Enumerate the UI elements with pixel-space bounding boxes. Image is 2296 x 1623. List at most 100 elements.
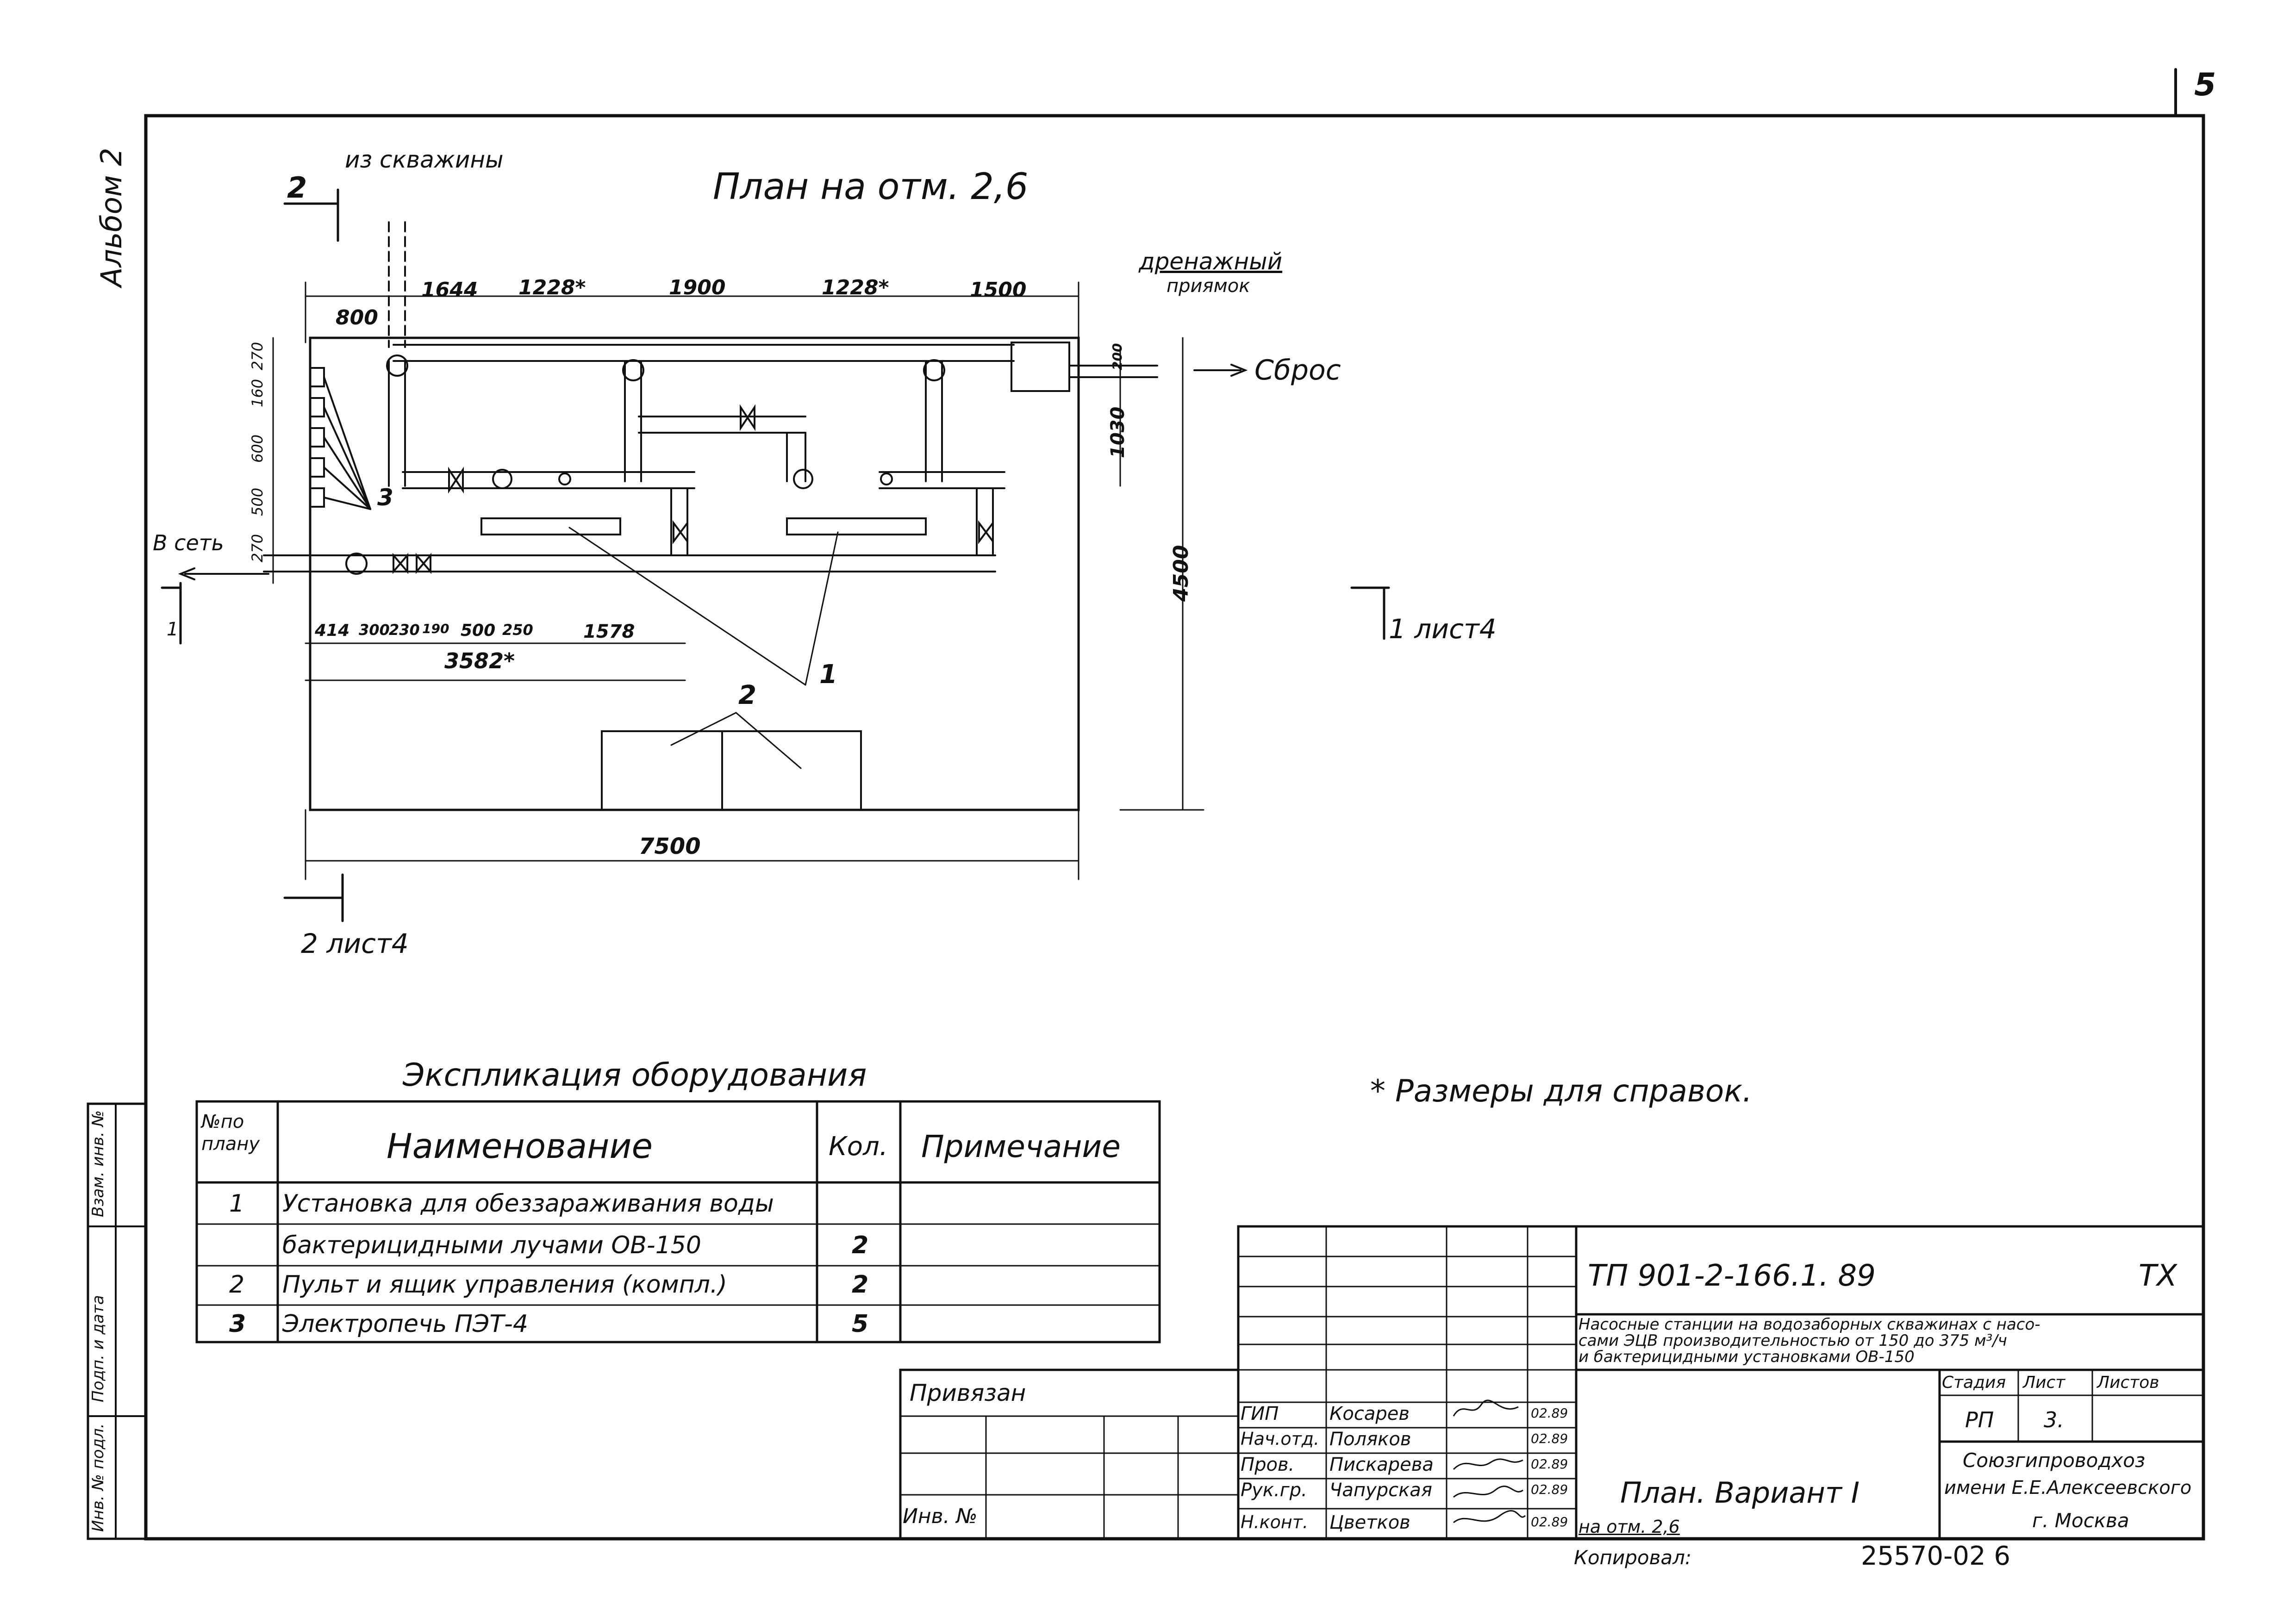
- to-network-label: В сеть: [153, 530, 224, 555]
- staff-date-5: 02.89: [1531, 1514, 1568, 1530]
- dim-top-1: 800: [336, 306, 378, 330]
- dim-3582: 3582*: [444, 648, 515, 673]
- from-well-label: из скважины: [345, 146, 504, 173]
- row-3-num: 2: [229, 1271, 245, 1299]
- uv-unit-2: [786, 517, 927, 535]
- inv-label: Инв. №: [903, 1505, 978, 1528]
- dim-left-2: 160: [249, 379, 266, 407]
- doc-code: ТП 901-2-166.1. 89: [1588, 1259, 1876, 1293]
- org-line-1: Союзгипроводхоз: [1963, 1449, 2146, 1472]
- staff-role-3: Пров.: [1241, 1454, 1295, 1475]
- plan-title: План на отм. 2,6: [713, 166, 1029, 208]
- staff-date-4: 02.89: [1531, 1482, 1568, 1497]
- staff-date-2: 02.89: [1531, 1431, 1568, 1446]
- staff-date-1: 02.89: [1531, 1405, 1568, 1421]
- signature-marks: [1453, 1399, 1526, 1524]
- explication-table-lines: [195, 1100, 1161, 1343]
- dim-bottom-4: 190: [422, 621, 449, 636]
- staff-role-4: Рук.гр.: [1241, 1480, 1307, 1501]
- doc-desc-1: Насосные станции на водозаборных скважин…: [1578, 1315, 2040, 1334]
- staff-date-3: 02.89: [1531, 1456, 1568, 1472]
- dim-right-1030: 1030: [1107, 406, 1129, 458]
- strip-label-1: Взам. инв. №: [89, 1110, 107, 1217]
- dim-bottom-2: 300: [359, 621, 390, 639]
- row-4-name: Электропечь ПЭТ-4: [282, 1310, 528, 1338]
- binding-block-lines: [899, 1368, 1240, 1540]
- dim-right-4500: 4500: [1169, 545, 1193, 602]
- dim-top-2: 1644: [421, 278, 478, 302]
- staff-name-1: Косарев: [1329, 1403, 1410, 1424]
- staff-name-5: Цветков: [1329, 1512, 1410, 1533]
- section-marker-top: 2: [287, 171, 307, 205]
- dim-top-5: 1228*: [822, 276, 889, 299]
- uv-unit-1: [480, 517, 621, 535]
- drain-pit-box: [1011, 342, 1070, 392]
- row-3-name: Пульт и ящик управления (компл.): [282, 1271, 727, 1299]
- explication-title: Экспликация оборудования: [403, 1057, 867, 1094]
- dim-left-4: 500: [249, 487, 266, 516]
- section-marker-left: 1: [167, 619, 179, 640]
- dim-bottom-3: 230: [389, 621, 420, 639]
- copied-by-label: Копировал:: [1574, 1546, 1692, 1569]
- callout-2: 2: [738, 680, 756, 710]
- dim-left-1: 270: [249, 342, 266, 370]
- stage-header: Стадия: [1942, 1373, 2006, 1392]
- staff-name-4: Чапурская: [1329, 1480, 1432, 1501]
- row-1-num: 1: [229, 1190, 245, 1218]
- doc-desc-3: и бактерицидными установками ОВ-150: [1578, 1348, 1915, 1366]
- row-3-qty: 2: [852, 1271, 869, 1299]
- sheets-header: Листов: [2097, 1373, 2159, 1392]
- sheet-value: 3.: [2044, 1407, 2064, 1432]
- row-4-qty: 5: [852, 1310, 869, 1338]
- dim-left-3: 600: [249, 434, 266, 463]
- sheet-title: План. Вариант I: [1620, 1476, 1860, 1510]
- sheet-subtitle: на отм. 2,6: [1578, 1517, 1680, 1537]
- dim-7500: 7500: [639, 833, 701, 859]
- section-marker-bottom: 2 лист4: [301, 928, 409, 959]
- doc-code-suffix: ТХ: [2139, 1259, 2177, 1293]
- staff-name-2: Поляков: [1329, 1429, 1411, 1450]
- callout-3: 3: [377, 484, 393, 511]
- org-line-2: имени Е.Е.Алексеевского: [1944, 1477, 2192, 1499]
- building-outline: [309, 336, 1080, 811]
- dim-top-6: 1500: [970, 278, 1027, 302]
- staff-role-1: ГИП: [1241, 1403, 1279, 1424]
- explication-header-name: Наименование: [387, 1126, 653, 1166]
- org-line-3: г. Москва: [2032, 1509, 2129, 1532]
- row-2-qty: 2: [852, 1231, 869, 1259]
- page-number: 5: [2194, 67, 2216, 103]
- dim-bottom-6: 250: [502, 621, 533, 639]
- staff-role-2: Нач.отд.: [1241, 1429, 1320, 1449]
- reference-note: * Размеры для справок.: [1370, 1073, 1753, 1109]
- control-panel: [601, 730, 862, 811]
- copy-number: 25570-02 6: [1861, 1541, 2011, 1571]
- row-1-name: Установка для обеззараживания воды: [282, 1190, 774, 1218]
- row-4-num: 3: [229, 1310, 246, 1338]
- binding-label: Привязан: [910, 1380, 1026, 1406]
- discharge-label: Сброс: [1254, 354, 1341, 386]
- drain-pit-label-2: приямок: [1167, 275, 1250, 297]
- strip-label-3: Инв. № подл.: [89, 1423, 107, 1532]
- explication-header-num: №по плану: [201, 1111, 260, 1155]
- explication-header-note: Примечание: [921, 1129, 1121, 1164]
- dim-left-5: 270: [249, 534, 266, 562]
- drain-pit-label: дренажный: [1139, 248, 1283, 275]
- dim-bottom-1: 414: [315, 621, 350, 640]
- explication-header-qty: Кол.: [829, 1132, 888, 1162]
- dim-bottom-5: 500: [461, 621, 496, 640]
- title-block-lines: [1237, 1225, 2205, 1540]
- callout-1: 1: [819, 659, 837, 690]
- dim-right-200: 200: [1110, 343, 1125, 370]
- sheet-header: Лист: [2023, 1373, 2065, 1392]
- dim-bottom-7: 1578: [583, 621, 635, 642]
- staff-role-5: Н.конт.: [1241, 1512, 1308, 1532]
- left-strip: [87, 1102, 147, 1540]
- doc-desc-2: сами ЭЦВ производительностью от 150 до 3…: [1578, 1331, 2007, 1350]
- staff-name-3: Пискарева: [1329, 1454, 1434, 1475]
- album-label: Альбом 2: [94, 148, 128, 287]
- section-marker-right: 1 лист4: [1389, 613, 1497, 645]
- row-2-name: бактерицидными лучами ОВ-150: [282, 1231, 701, 1259]
- stage-value: РП: [1965, 1407, 1994, 1432]
- strip-label-2: Подп. и дата: [89, 1295, 107, 1402]
